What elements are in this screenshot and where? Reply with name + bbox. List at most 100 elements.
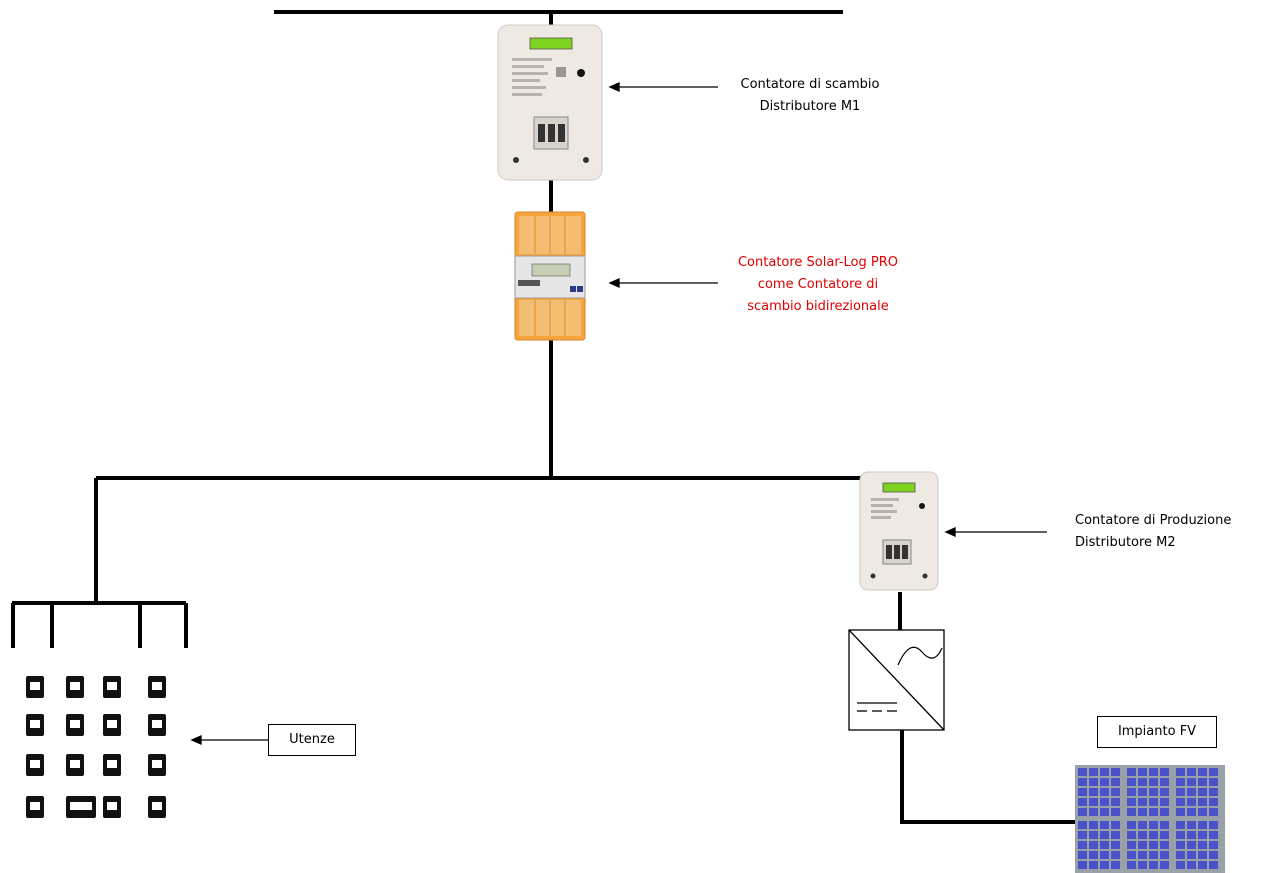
pv-cell: [1198, 861, 1207, 869]
pv-cell: [1187, 778, 1196, 786]
pv-cell: [1209, 798, 1218, 806]
pv-cell: [1127, 831, 1136, 839]
pv-cell: [1089, 778, 1098, 786]
pv-cell: [1149, 768, 1158, 776]
pv-cell: [1160, 798, 1169, 806]
pv-cell: [1149, 808, 1158, 816]
meter-m2-image: [859, 471, 939, 591]
solarlog-label: Contatore Solar-Log PRO come Contatore d…: [728, 252, 908, 318]
pv-cell: [1209, 841, 1218, 849]
pv-cell: [1127, 798, 1136, 806]
wires: [11, 10, 1075, 824]
pv-cell: [1176, 788, 1185, 796]
pv-cell: [1111, 831, 1120, 839]
gamepad-icon: [148, 754, 166, 776]
iron-icon: [103, 754, 121, 776]
pv-cell: [1078, 808, 1087, 816]
utenze-label-box: Utenze: [268, 724, 356, 756]
pv-cell: [1209, 861, 1218, 869]
solarlog-meter-image: [514, 211, 586, 341]
pv-cell: [1127, 808, 1136, 816]
pv-cell: [1160, 861, 1169, 869]
pv-cell: [1149, 788, 1158, 796]
pv-cell: [1160, 831, 1169, 839]
meter-m2-label: Contatore di Produzione Distributore M2: [1075, 510, 1265, 554]
pv-cell: [1138, 841, 1147, 849]
pv-cell: [1100, 821, 1109, 829]
pv-cell: [1089, 798, 1098, 806]
pv-cell: [1127, 821, 1136, 829]
pv-cell: [1187, 788, 1196, 796]
hairdryer-icon: [66, 754, 84, 776]
inverter-symbol: [848, 629, 945, 731]
pv-cell: [1127, 788, 1136, 796]
pv-cell: [1100, 861, 1109, 869]
microwave-icon: [103, 676, 121, 698]
pv-cell: [1209, 831, 1218, 839]
pv-cell: [1160, 778, 1169, 786]
pv-cell: [1089, 808, 1098, 816]
pv-cell: [1138, 768, 1147, 776]
pv-cell: [1078, 831, 1087, 839]
pv-cell: [1089, 831, 1098, 839]
pv-cell: [1160, 808, 1169, 816]
pv-cell: [1111, 798, 1120, 806]
pv-cell: [1160, 821, 1169, 829]
fridge-icon: [148, 714, 166, 736]
pv-cell: [1187, 798, 1196, 806]
pv-cell: [1111, 851, 1120, 859]
pv-cell: [1160, 788, 1169, 796]
pv-cell: [1100, 841, 1109, 849]
coffee-machine-icon: [26, 676, 44, 698]
solarlog-label-line3: scambio bidirezionale: [747, 299, 889, 314]
pv-cell: [1078, 821, 1087, 829]
pv-cell: [1138, 778, 1147, 786]
pv-cell: [1138, 788, 1147, 796]
wire-inverter-to-pv: [900, 730, 1075, 824]
pv-cell: [1176, 831, 1185, 839]
pv-cell: [1100, 768, 1109, 776]
pv-cell: [1100, 808, 1109, 816]
pv-cell: [1078, 861, 1087, 869]
pv-cell: [1111, 841, 1120, 849]
pv-cell: [1209, 851, 1218, 859]
pv-cell: [1127, 778, 1136, 786]
solarlog-label-line1: Contatore Solar-Log PRO: [737, 255, 899, 270]
pv-cell: [1089, 841, 1098, 849]
meter-m1-label-line1: Contatore di scambio: [740, 77, 880, 92]
pv-cell: [1149, 841, 1158, 849]
pv-cell: [1198, 788, 1207, 796]
pv-cell: [1160, 841, 1169, 849]
pv-cell: [1187, 861, 1196, 869]
pv-cell: [1100, 798, 1109, 806]
pv-cell: [1176, 808, 1185, 816]
pv-cell: [1149, 851, 1158, 859]
dishwasher-icon: [66, 714, 84, 736]
tv-icon: [26, 796, 44, 818]
pv-cell: [1111, 778, 1120, 786]
vacuum-icon: [148, 796, 166, 818]
mixer-icon: [66, 676, 84, 698]
pv-cell: [1187, 841, 1196, 849]
pv-cell: [1127, 841, 1136, 849]
pv-cell: [1078, 851, 1087, 859]
pv-cell: [1187, 851, 1196, 859]
meter-m1-image: [497, 24, 603, 181]
pv-cell: [1198, 808, 1207, 816]
pv-cell: [1100, 788, 1109, 796]
pv-cell: [1138, 821, 1147, 829]
arrow-m1-head: [608, 81, 620, 93]
pv-cell: [1187, 831, 1196, 839]
pv-cell: [1198, 821, 1207, 829]
pv-array-image: [1075, 765, 1225, 873]
pv-cell: [1198, 778, 1207, 786]
arrow-utenze-head: [190, 734, 202, 746]
pv-cell: [1078, 768, 1087, 776]
pv-cell: [1160, 768, 1169, 776]
pv-cell: [1078, 841, 1087, 849]
pv-cell: [1198, 831, 1207, 839]
pv-cell: [1198, 851, 1207, 859]
pv-cell: [1187, 821, 1196, 829]
pv-cell: [1209, 808, 1218, 816]
